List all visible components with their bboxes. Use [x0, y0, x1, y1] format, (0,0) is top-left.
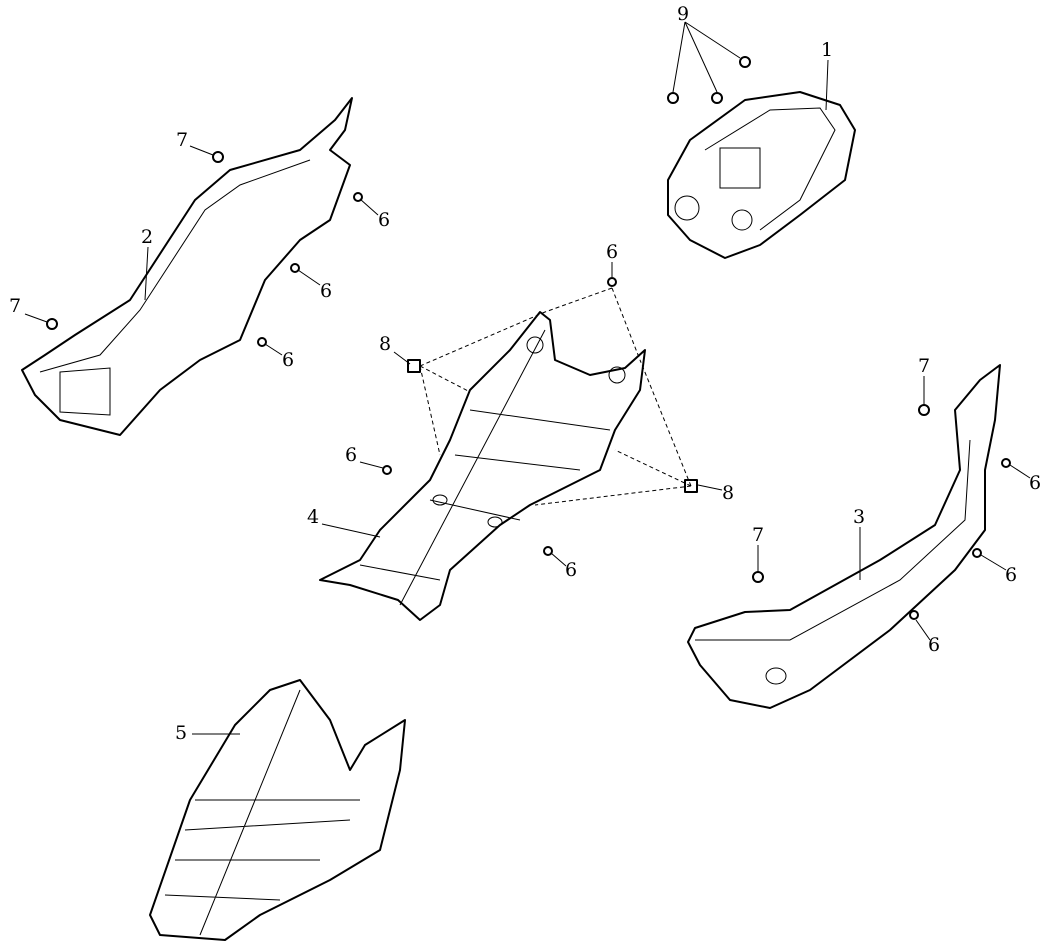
part-5-lower-panel — [149, 679, 406, 941]
callout-6: 6 — [345, 444, 358, 466]
callout-6: 6 — [378, 209, 391, 231]
callout-4: 4 — [307, 506, 320, 528]
callout-1: 1 — [821, 39, 834, 61]
callout-5: 5 — [175, 722, 188, 744]
callout-6: 6 — [1029, 472, 1042, 494]
callout-6: 6 — [320, 280, 333, 302]
part-2-left-cover — [21, 97, 353, 436]
callout-7: 7 — [176, 129, 189, 151]
callout-2: 2 — [141, 226, 154, 248]
callout-7: 7 — [752, 524, 765, 546]
part-3-right-cover — [687, 364, 1001, 709]
callout-6: 6 — [606, 241, 619, 263]
callout-6: 6 — [282, 349, 295, 371]
callout-6: 6 — [928, 634, 941, 656]
callout-7: 7 — [9, 295, 22, 317]
part-4-floor-panel — [319, 311, 646, 621]
callout-8: 8 — [722, 482, 735, 504]
callout-6: 6 — [1005, 564, 1018, 586]
callout-6: 6 — [565, 559, 578, 581]
part-1-housing — [667, 91, 856, 259]
leader-lines — [24, 21, 1031, 735]
callout-8: 8 — [379, 333, 392, 355]
callout-7: 7 — [918, 355, 931, 377]
fasteners — [46, 56, 1011, 620]
callout-9: 9 — [677, 3, 690, 25]
callout-3: 3 — [853, 506, 866, 528]
